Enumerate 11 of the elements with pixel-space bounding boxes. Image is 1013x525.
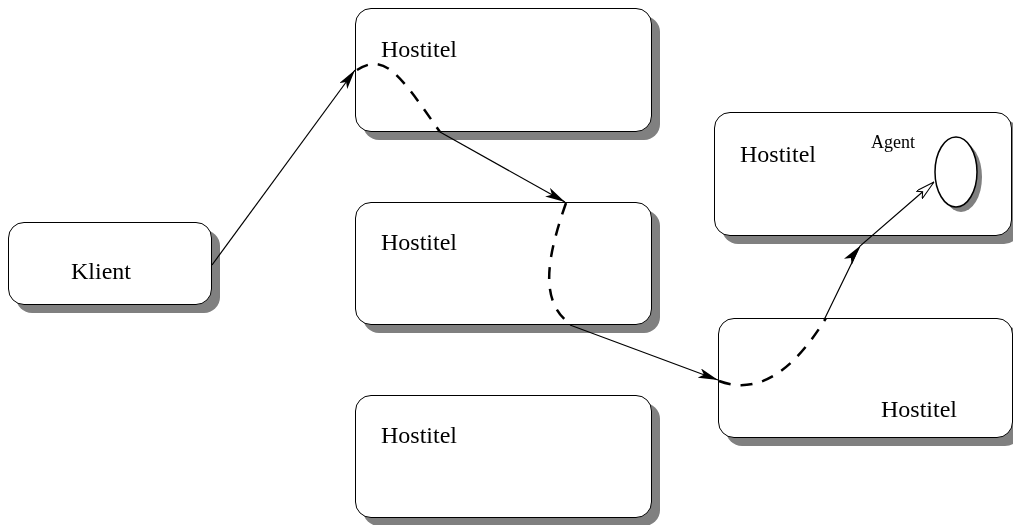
node-label: Klient [71, 259, 131, 283]
arrow [211, 69, 356, 266]
node-label: Hostitel [881, 397, 957, 421]
arrow [439, 131, 566, 203]
node-label: Hostitel [740, 142, 816, 166]
node-label: Hostitel [381, 37, 457, 61]
arrow [569, 324, 719, 381]
node-label: Hostitel [381, 423, 457, 447]
agent-label: Agent [871, 133, 915, 151]
node-label: Hostitel [381, 230, 457, 254]
arrow [824, 181, 935, 319]
